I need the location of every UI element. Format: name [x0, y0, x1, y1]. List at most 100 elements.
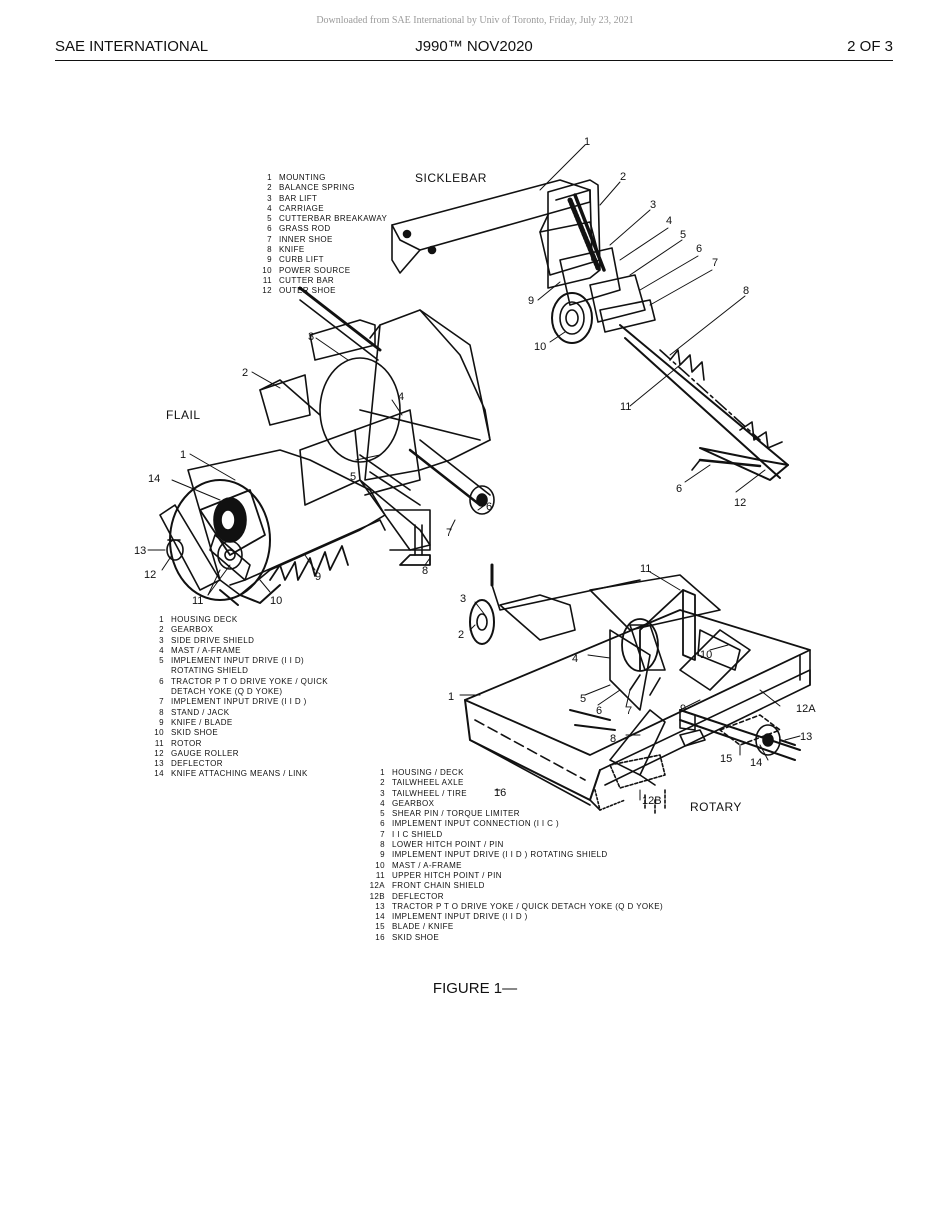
- legend-number: 4: [159, 645, 164, 655]
- legend-label: UPPER HITCH POINT / PIN: [392, 870, 502, 880]
- legend-label: ROTATING SHIELD: [171, 666, 249, 676]
- legend-item: 11 UPPER HITCH POINT / PIN: [363, 871, 663, 881]
- legend-number: 5: [380, 809, 385, 819]
- legend-number: 8: [159, 707, 164, 717]
- svg-text:1: 1: [448, 691, 454, 703]
- legend-label: MAST / A-FRAME: [392, 860, 462, 870]
- svg-text:11: 11: [192, 595, 203, 607]
- header-doc-id: J990™ NOV2020: [415, 38, 533, 55]
- legend-number: 3: [380, 788, 385, 798]
- svg-text:3: 3: [308, 331, 314, 343]
- legend-label: CUTTER BAR: [279, 275, 335, 285]
- svg-text:5: 5: [350, 471, 356, 483]
- legend-item: ROTATING SHIELD: [150, 666, 328, 676]
- legend-label: TAILWHEEL AXLE: [392, 778, 464, 788]
- legend-number: 11: [154, 738, 164, 748]
- legend-label: STAND / JACK: [171, 707, 230, 717]
- svg-text:10: 10: [700, 649, 712, 661]
- legend-label: KNIFE: [279, 245, 305, 255]
- legend-item: 2 BALANCE SPRING: [260, 183, 387, 193]
- rotary-drawing: [464, 563, 811, 816]
- legend-label: BLADE / KNIFE: [392, 922, 454, 932]
- legend-number: 7: [267, 234, 272, 244]
- svg-text:3: 3: [650, 199, 656, 211]
- svg-text:14: 14: [750, 757, 762, 769]
- page-header: SAE INTERNATIONAL J990™ NOV2020 2 OF 3: [55, 38, 893, 61]
- legend-label: CARRIAGE: [279, 203, 324, 213]
- svg-text:4: 4: [572, 653, 578, 665]
- legend-label: INNER SHOE: [279, 234, 333, 244]
- legend-label: MOUNTING: [279, 173, 326, 182]
- legend-label: OUTER SHOE: [279, 286, 336, 296]
- legend-label: CURB LIFT: [279, 255, 324, 265]
- legend-number: 4: [380, 798, 385, 808]
- svg-text:11: 11: [620, 401, 631, 413]
- svg-text:13: 13: [800, 731, 812, 743]
- svg-text:12: 12: [144, 569, 156, 581]
- legend-number: 13: [375, 901, 385, 911]
- legend-label: TRACTOR P T O DRIVE YOKE / QUICK: [171, 676, 328, 686]
- legend-number: 5: [267, 214, 272, 224]
- sicklebar-title: SICKLEBAR: [415, 171, 487, 185]
- flail-drawing: [159, 286, 495, 606]
- svg-text:4: 4: [666, 215, 672, 227]
- legend-label: BALANCE SPRING: [279, 183, 355, 193]
- legend-label: TAILWHEEL / TIRE: [392, 788, 468, 798]
- legend-label: LOWER HITCH POINT / PIN: [392, 840, 504, 850]
- svg-text:16: 16: [494, 787, 506, 799]
- svg-text:15: 15: [720, 753, 732, 765]
- legend-item: DETACH YOKE (Q D YOKE): [150, 687, 328, 697]
- legend-number: 13: [154, 759, 164, 769]
- header-org: SAE INTERNATIONAL: [55, 38, 209, 55]
- legend-number: 9: [380, 850, 385, 860]
- svg-text:11: 11: [640, 563, 651, 575]
- rotary-leader-lines: [459, 571, 801, 801]
- svg-text:7: 7: [446, 527, 452, 539]
- legend-number: 9: [159, 717, 164, 727]
- legend-label: GAUGE ROLLER: [171, 748, 239, 758]
- legend-number: 7: [380, 829, 385, 839]
- legend-label: KNIFE ATTACHING MEANS / LINK: [171, 769, 308, 779]
- svg-text:9: 9: [315, 571, 321, 583]
- legend-number: 12A: [369, 881, 385, 891]
- legend-number: 1: [380, 768, 385, 777]
- svg-text:7: 7: [626, 705, 632, 717]
- legend-label: MAST / A-FRAME: [171, 645, 241, 655]
- legend-number: 1: [267, 173, 272, 182]
- legend-number: 10: [375, 860, 385, 870]
- figure-caption: FIGURE 1—: [432, 980, 518, 997]
- sicklebar-drawing: [391, 179, 789, 481]
- legend-label: IMPLEMENT INPUT CONNECTION (I I C ): [392, 819, 560, 829]
- legend-item: 3 TAILWHEEL / TIRE: [363, 789, 663, 799]
- legend-number: 11: [375, 870, 385, 880]
- legend-number: 10: [154, 728, 164, 738]
- legend-item: 1 MOUNTING: [260, 173, 387, 183]
- svg-text:5: 5: [580, 693, 586, 705]
- legend-number: 2: [267, 183, 272, 193]
- legend-label: SKID SHOE: [392, 932, 440, 942]
- sicklebar-leader-lines: [537, 144, 766, 493]
